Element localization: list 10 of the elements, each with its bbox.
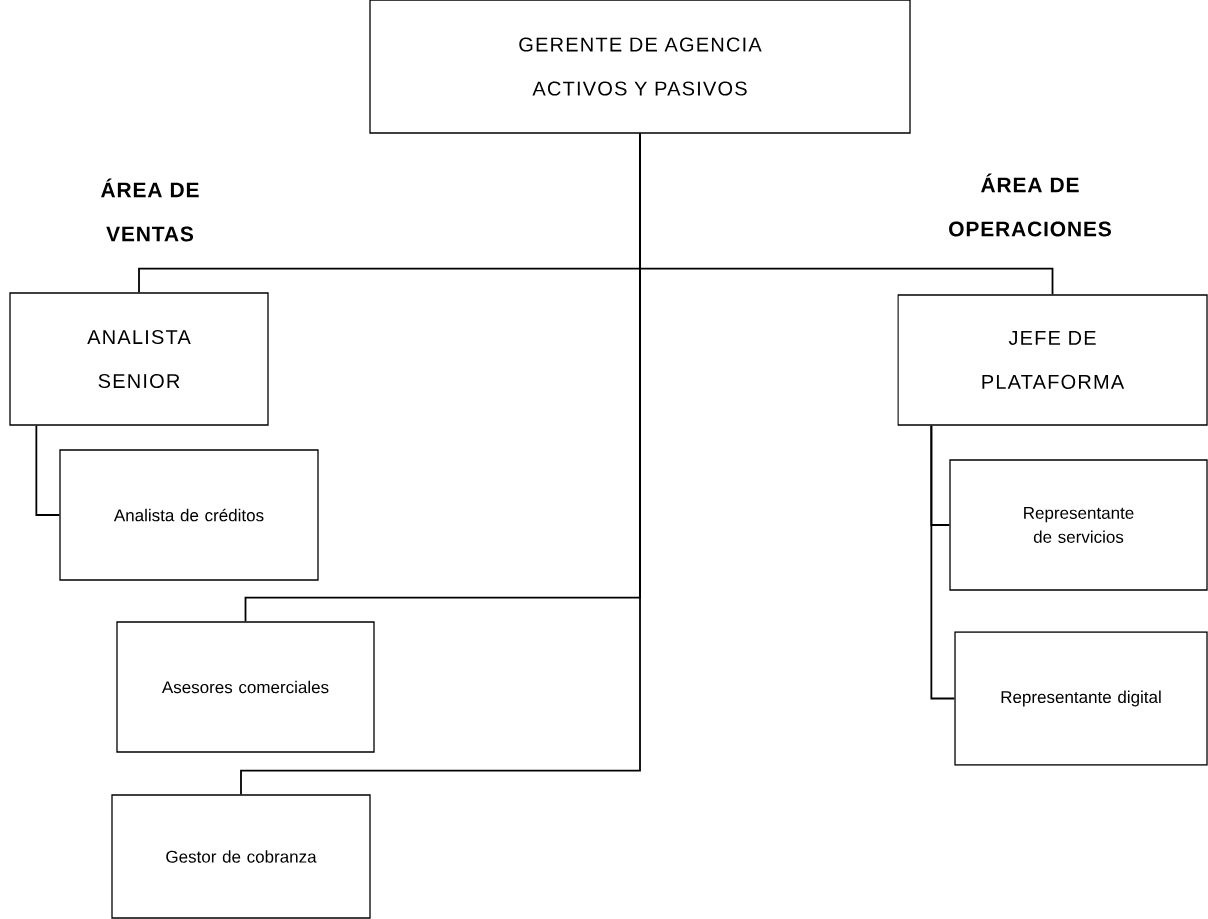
org-box: ANALISTA SENIOR: [9, 292, 269, 426]
org-box: JEFE DE PLATAFORMA: [897, 294, 1208, 426]
org-box: Representante digital: [954, 631, 1208, 766]
org-box: GERENTE DE AGENCIA ACTIVOS Y PASIVOS: [369, 0, 911, 134]
area-heading: ÁREA DE OPERACIONES: [949, 173, 1111, 237]
area-heading: ÁREA DE VENTAS: [101, 178, 199, 242]
org-box: Gestor de cobranza: [111, 794, 371, 919]
org-box: Asesores comerciales: [116, 621, 375, 753]
org-box: Analista de créditos: [59, 449, 319, 581]
org-box: Representante de servicios: [949, 459, 1208, 591]
